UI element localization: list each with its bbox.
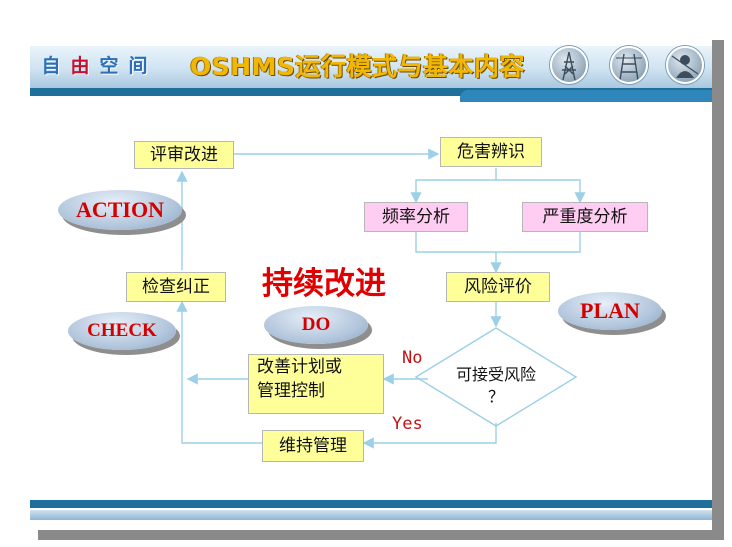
flow-connectors <box>176 148 586 449</box>
plan-oval: PLAN <box>558 292 662 330</box>
improvement-plan-line2: 管理控制 <box>257 381 325 401</box>
logo-char: 空 <box>99 55 119 77</box>
logo-char: 自 <box>41 55 61 77</box>
arrow-hazard-to-frequency <box>410 168 497 204</box>
severity-analysis-box: 严重度分析 <box>522 202 648 232</box>
header: 自 由 空 间 OSHMS运行模式与基本内容 <box>30 30 712 102</box>
logo: 自 由 空 间 <box>38 53 151 81</box>
frequency-analysis-box: 频率分析 <box>364 202 468 232</box>
yes-label: Yes <box>392 414 423 434</box>
arrow-yes-to-maintain <box>362 423 497 449</box>
no-label: No <box>402 348 423 368</box>
improvement-plan-line1: 改善计划或 <box>257 357 342 377</box>
acceptable-risk-line2: ？ <box>487 387 504 406</box>
acceptable-risk-label: 可接受风险 ？ <box>436 364 556 408</box>
arrow-severity-to-risk <box>490 232 581 274</box>
pylon-photo-icon <box>610 46 648 84</box>
header-stripe-accent <box>460 90 712 102</box>
arrow-frequency-merge <box>415 232 496 253</box>
arrow-maintain-loop <box>176 300 262 444</box>
decision-diamond <box>414 327 578 427</box>
acceptable-risk-line1: 可接受风险 <box>455 365 536 384</box>
worker-photo-icon <box>666 46 704 84</box>
hazard-identification-box: 危害辨识 <box>440 137 542 167</box>
risk-evaluation-box: 风险评价 <box>446 272 550 302</box>
footer-stripe <box>30 500 712 508</box>
continuous-improvement-label: 持续改进 <box>262 266 386 302</box>
improvement-plan-box: 改善计划或 管理控制 <box>248 354 384 414</box>
inspect-correct-box: 检查纠正 <box>126 272 226 302</box>
action-oval: ACTION <box>58 190 182 230</box>
transmission-tower-photo-icon <box>550 46 588 84</box>
review-improve-box: 评审改进 <box>134 141 234 169</box>
header-bar <box>30 46 712 88</box>
header-stripe <box>30 88 712 96</box>
check-oval: CHECK <box>68 312 176 350</box>
do-oval: DO <box>264 306 368 344</box>
arrow-hazard-to-severity <box>496 179 586 204</box>
slide-title: OSHMS运行模式与基本内容 <box>190 52 526 81</box>
footer-bar <box>30 510 712 520</box>
logo-char: 由 <box>70 55 90 77</box>
maintain-management-box: 维持管理 <box>262 430 364 462</box>
slide: 自 由 空 间 OSHMS运行模式与基本内容 <box>30 30 712 530</box>
logo-char: 间 <box>128 55 148 77</box>
